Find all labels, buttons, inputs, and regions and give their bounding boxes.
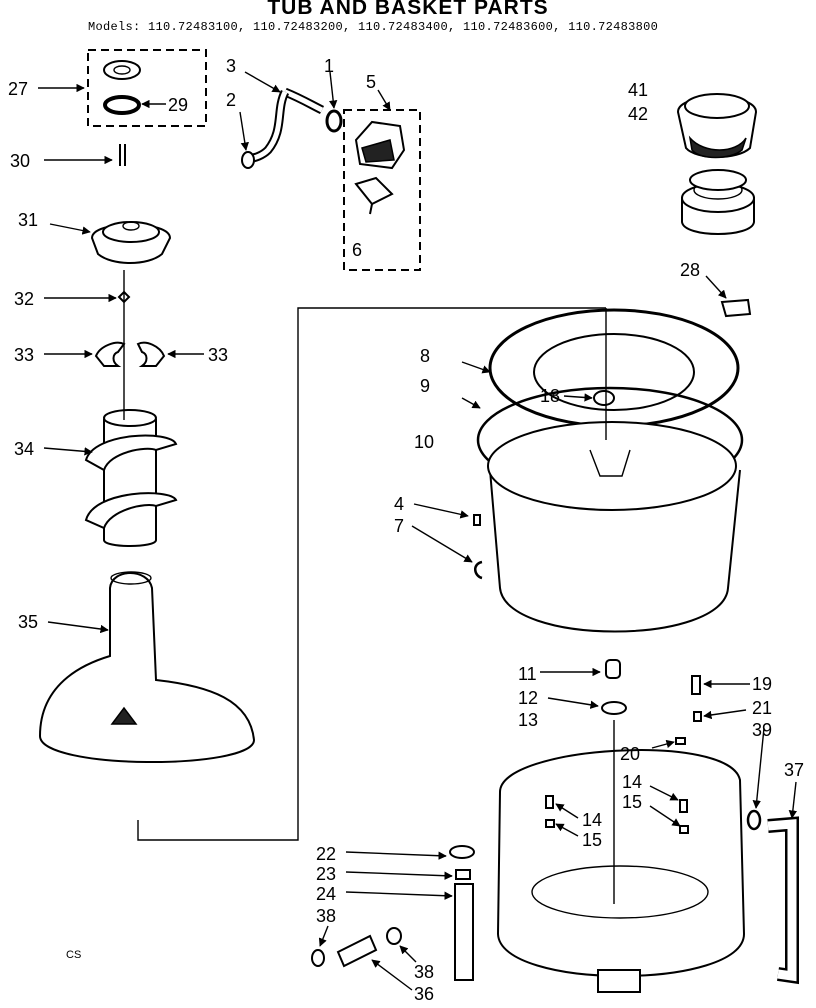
models-list: Models: 110.72483100, 110.72483200, 110.… — [88, 20, 659, 34]
callout-38-right: 38 — [414, 962, 434, 982]
callout-31: 31 — [18, 210, 38, 230]
part-15-nut-left — [545, 819, 555, 828]
callout-37: 37 — [784, 760, 804, 780]
footnote-code: CS — [66, 949, 81, 961]
part-13-outer-tub — [496, 749, 746, 993]
part-19-clip — [691, 675, 701, 695]
part-10-wash-basket — [487, 421, 741, 633]
callout-10: 10 — [414, 432, 434, 452]
callout-39: 39 — [752, 720, 772, 740]
part-36-hose-section — [336, 934, 378, 968]
callout-33-right: 33 — [208, 345, 228, 365]
part-2-hose-end — [241, 151, 255, 169]
callout-30: 30 — [10, 151, 30, 171]
callout-27: 27 — [8, 79, 28, 99]
part-38-clamp-right — [386, 927, 402, 945]
part-6-clip — [354, 176, 394, 215]
callout-22: 22 — [316, 844, 336, 864]
part-21-screw — [693, 711, 702, 722]
part-28-clip — [720, 298, 752, 318]
callout-14-left: 14 — [582, 810, 602, 830]
callout-35: 35 — [18, 612, 38, 632]
callout-18: 18 — [540, 386, 560, 406]
part-30-pin — [119, 144, 126, 166]
callout-34: 34 — [14, 439, 34, 459]
callout-13: 13 — [518, 710, 538, 730]
part-1-clamp — [325, 109, 343, 133]
part-27-cap — [103, 60, 141, 80]
callout-6: 6 — [352, 240, 362, 260]
part-22-pump-coupling — [449, 845, 475, 859]
part-33-agitator-dog-left — [94, 341, 126, 367]
part-39-clamp — [746, 809, 762, 831]
part-37-hose — [767, 816, 799, 985]
callout-29: 29 — [168, 95, 188, 115]
part-5-dispenser — [354, 120, 406, 170]
callout-20: 20 — [620, 744, 640, 764]
part-8-tub-ring — [488, 308, 740, 428]
part-35-agitator-base — [38, 571, 256, 764]
part-11-cap — [605, 659, 621, 679]
part-24-pump-shaft — [454, 883, 474, 981]
dashed-box-27-29 — [87, 49, 207, 127]
part-31-agitator-cap — [90, 221, 172, 264]
callout-15-right: 15 — [622, 792, 642, 812]
part-18-nut — [593, 390, 615, 406]
leader-lines — [38, 71, 798, 991]
callout-2: 2 — [226, 90, 236, 110]
callout-8: 8 — [420, 346, 430, 366]
part-14-bolt-right — [679, 799, 688, 813]
callout-41: 41 — [628, 80, 648, 100]
callout-4: 4 — [394, 494, 404, 514]
callout-32: 32 — [14, 289, 34, 309]
callout-33-left: 33 — [14, 345, 34, 365]
callout-9: 9 — [420, 376, 430, 396]
part-14-bolt-left — [545, 795, 554, 809]
part-38-clamp-left — [311, 949, 325, 967]
page-title: TUB AND BASKET PARTS — [267, 0, 549, 19]
part-23-seal — [455, 869, 471, 880]
assembly-connector-line — [137, 307, 606, 841]
callout-11: 11 — [518, 664, 537, 684]
part-12-washer — [601, 701, 627, 715]
callout-labels: 27 29 30 3 2 1 5 6 41 42 31 32 33 33 28 … — [8, 56, 804, 1004]
callout-1: 1 — [324, 56, 334, 76]
callout-7: 7 — [394, 516, 404, 536]
callout-42: 42 — [628, 104, 648, 124]
part-34-agitator-auger — [84, 409, 178, 547]
part-20-screw — [675, 737, 686, 745]
callout-15-left: 15 — [582, 830, 602, 850]
callout-36: 36 — [414, 984, 434, 1004]
callout-3: 3 — [226, 56, 236, 76]
callout-23: 23 — [316, 864, 336, 884]
part-42-dispenser-seal — [681, 169, 755, 235]
callout-24: 24 — [316, 884, 336, 904]
callout-21: 21 — [752, 698, 772, 718]
callout-14-right: 14 — [622, 772, 642, 792]
part-7-clip — [474, 560, 483, 580]
callout-12: 12 — [518, 688, 538, 708]
part-3-hose — [251, 87, 325, 163]
callout-5: 5 — [366, 72, 376, 92]
part-41-fabric-softener-cap — [676, 93, 758, 159]
part-4-screw — [473, 514, 481, 526]
callout-38-left: 38 — [316, 906, 336, 926]
callout-28: 28 — [680, 260, 700, 280]
part-15-nut-right — [679, 825, 689, 834]
dashed-box-5-6 — [343, 109, 421, 271]
part-33-agitator-dog-right — [136, 341, 166, 367]
part-29-seal-ring — [103, 95, 141, 115]
callout-19: 19 — [752, 674, 772, 694]
